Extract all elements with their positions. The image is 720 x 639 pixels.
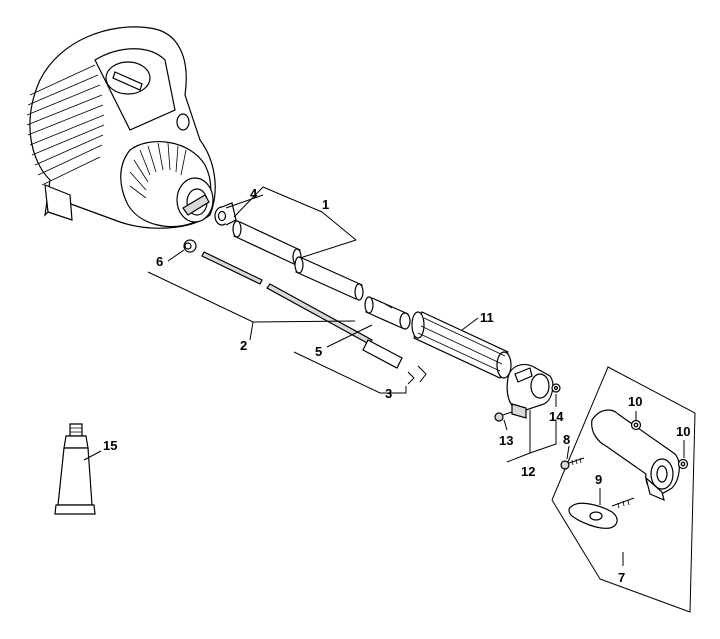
part-1-drive-tube [232,220,364,301]
part-7-handle-assembly-frame [551,366,696,613]
callout-5: 5 [315,344,322,359]
part-10-nut-right [677,458,689,470]
callout-12: 12 [521,464,535,479]
callout-labels: 1 2 3 4 5 6 7 8 9 10 10 11 12 13 14 15 [103,186,690,585]
callout-14: 14 [549,409,564,424]
part-4-bushing [214,202,237,226]
part-14-nut [551,383,561,393]
part-9-wing-knob [568,497,635,529]
part-10-nut-top [630,419,642,431]
part-7-handle-tube [591,409,680,502]
engine-housing [26,26,216,229]
part-13-screw [494,411,513,422]
callout-11: 11 [480,310,494,325]
part-8-screw [560,457,585,470]
callout-15: 15 [103,438,117,453]
part-15-grease-tube [54,423,96,515]
callout-4: 4 [250,186,258,201]
part-11-rubber-sleeve [411,311,512,379]
part-12-clamp [506,363,554,419]
callout-9: 9 [595,472,602,487]
part-5-coupling-sleeve [364,296,411,330]
callout-7: 7 [618,570,625,585]
callout-10-top: 10 [628,394,642,409]
callout-6: 6 [156,254,163,269]
leader-lines [83,186,685,566]
callout-8: 8 [563,432,570,447]
callout-2: 2 [240,338,247,353]
callout-1: 1 [322,197,329,212]
part-3-clip [407,365,427,385]
callout-3: 3 [385,386,392,401]
callout-10-right: 10 [676,424,690,439]
part-6-bushing [183,239,197,253]
callout-13: 13 [499,433,513,448]
